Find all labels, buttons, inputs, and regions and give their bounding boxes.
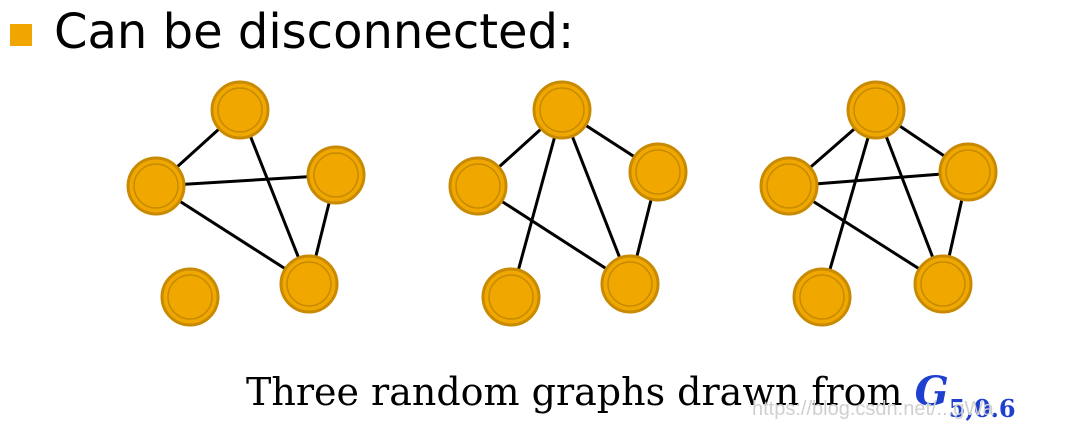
bullet-row: Can be disconnected:: [10, 0, 574, 64]
graph-3: [759, 80, 998, 327]
graph-node: [532, 80, 592, 140]
graph-node: [279, 254, 339, 314]
graph-2: [448, 80, 688, 327]
graph-node: [628, 142, 688, 202]
graph-edge: [238, 109, 311, 285]
graph-edge: [560, 109, 632, 285]
bullet-text: Can be disconnected:: [54, 4, 575, 60]
graph-node: [481, 267, 541, 327]
graph-node: [160, 267, 220, 327]
graph-node: [913, 254, 973, 314]
graph-node: [792, 267, 852, 327]
graph-node: [210, 80, 270, 140]
graph-edge: [788, 170, 969, 188]
caption-symbol: G: [914, 368, 949, 415]
graph-edge: [788, 184, 944, 286]
graph-edge: [477, 184, 631, 286]
graph-node: [306, 145, 366, 205]
watermark: https://blog.csdn.net/...gWa: [752, 398, 994, 420]
graph-node: [938, 142, 998, 202]
graph-node: [600, 254, 660, 314]
graph-edge: [509, 109, 564, 298]
caption: Three random graphs drawn from G5,0.6: [246, 368, 1016, 431]
graph-node: [846, 80, 906, 140]
bullet-square-icon: [10, 24, 32, 46]
caption-text: Three random graphs drawn from: [246, 370, 915, 414]
graph-edge: [155, 184, 310, 286]
graph-node: [448, 156, 508, 216]
graphs-diagram: [126, 80, 998, 327]
caption-subscript: 5,0.6: [948, 394, 1016, 423]
graph-node: [759, 156, 819, 216]
graph-edge: [820, 109, 878, 298]
graph-node: [126, 156, 186, 216]
graph-1: [126, 80, 366, 327]
graph-edge: [874, 109, 945, 285]
graph-edge: [155, 173, 337, 188]
